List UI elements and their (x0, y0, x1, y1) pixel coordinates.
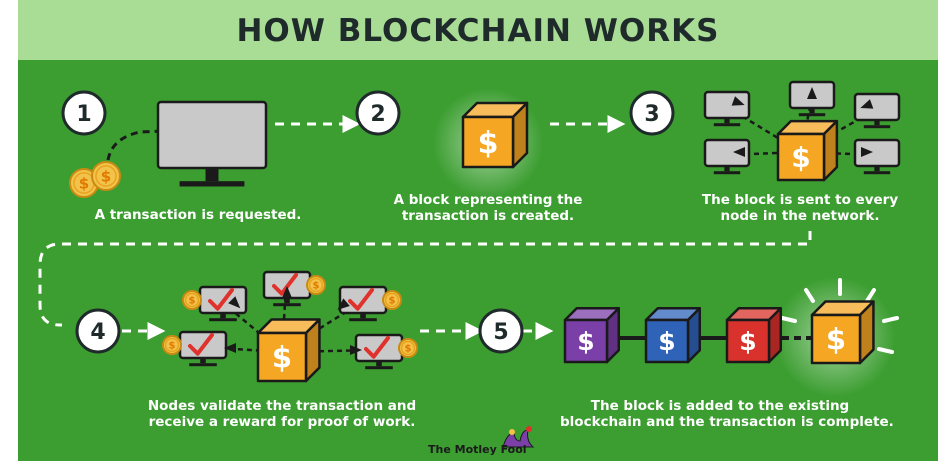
arrow-cursor-icon (350, 345, 362, 355)
dollar-sign-icon: $ (389, 295, 396, 306)
arrow-cursor-icon (224, 343, 236, 353)
dollar-sign-icon: $ (826, 323, 846, 357)
highlight-ray (877, 347, 894, 354)
block-cube-icon: $ (256, 318, 321, 383)
green-panel (18, 0, 938, 461)
step-5-caption-line-2: blockchain and the transaction is comple… (560, 414, 894, 430)
arrow-cursor-icon (861, 147, 873, 157)
step-3-caption: The block is sent to every node in the n… (690, 192, 910, 224)
connector-paths (38, 115, 812, 340)
arrow-cursor-icon (807, 87, 817, 99)
dollar-sign-icon: $ (101, 167, 111, 185)
step-2-caption-line-2: transaction is created. (401, 208, 575, 224)
dollar-sign-icon: $ (313, 280, 320, 291)
step-4-number-label: 4 (90, 320, 105, 345)
block-cube-icon: $ (776, 119, 839, 182)
arrow-cursor-icon (337, 298, 350, 310)
step-1-caption: A transaction is requested. (88, 207, 308, 223)
dollar-sign-icon: $ (478, 126, 499, 161)
chain-block-1: $ (563, 306, 621, 364)
dollar-sign-icon: $ (791, 141, 810, 174)
step-1-number: 1 (61, 90, 107, 136)
chain-block-2: $ (644, 306, 702, 364)
arrow-cursor-icon (228, 296, 241, 309)
reward-coin-icon: $ (306, 275, 326, 295)
step-1-caption-line-1: A transaction is requested. (94, 207, 302, 223)
brand-name: The Motley Fool (428, 443, 527, 456)
highlight-ray (780, 316, 797, 323)
network-node-monitor-5 (853, 138, 901, 175)
new-block-cube-icon: $ (810, 300, 875, 365)
dollar-sign-icon: $ (658, 327, 675, 356)
step-5-caption: The block is added to the existing block… (560, 398, 894, 430)
checkmark-icon (188, 333, 214, 356)
checkmark-icon (364, 336, 390, 359)
step-2-caption: A block representing the transaction is … (378, 192, 598, 224)
step-4-number: 4 (75, 308, 121, 354)
highlight-ray (882, 316, 899, 323)
computer-monitor-icon (156, 100, 268, 187)
step-3-number-label: 3 (644, 102, 659, 127)
step-5-number: 5 (478, 308, 524, 354)
highlight-ray (865, 288, 876, 303)
step-2-caption-line-1: A block representing the (393, 192, 583, 208)
step-1-number-label: 1 (76, 102, 91, 127)
network-node-monitor-4 (703, 138, 751, 175)
step-4-caption: Nodes validate the transaction and recei… (142, 398, 422, 430)
jester-hat-logo-icon (502, 426, 535, 448)
network-node-monitor-3 (853, 92, 901, 129)
network-node-monitor-1 (703, 90, 751, 127)
step-4-caption-line-1: Nodes validate the transaction and (147, 398, 417, 414)
dollar-sign-icon: $ (577, 327, 594, 356)
arrow-cursor-icon (731, 96, 745, 106)
reward-coin-icon: $ (162, 335, 182, 355)
block-cube-icon: $ (461, 101, 529, 169)
dollar-sign-icon: $ (405, 343, 412, 354)
checkmark-icon (272, 273, 298, 296)
title-bar (18, 0, 938, 60)
chain-block-3: $ (725, 306, 783, 364)
checkmark-icon (208, 288, 234, 311)
step-5-caption-line-1: The block is added to the existing (590, 398, 850, 414)
checkmark-icon (348, 288, 374, 311)
step-5-number-label: 5 (493, 320, 508, 345)
step-2-number: 2 (355, 90, 401, 136)
dollar-sign-icon: $ (739, 327, 756, 356)
step-4-caption-line-2: receive a reward for proof of work. (148, 414, 416, 430)
arrow-cursor-icon (282, 286, 292, 298)
step-3-number: 3 (629, 90, 675, 136)
highlight-ray (804, 288, 815, 303)
dollar-sign-icon: $ (272, 341, 292, 375)
dollar-sign-icon: $ (189, 295, 196, 306)
reward-coin-icon: $ (382, 290, 402, 310)
coin-icon: $ (91, 161, 121, 191)
reward-coin-icon: $ (182, 290, 202, 310)
dollar-sign-icon: $ (169, 340, 176, 351)
arrow-cursor-icon (860, 99, 874, 109)
page-title: HOW BLOCKCHAIN WORKS (236, 13, 720, 49)
step-3-caption-line-2: node in the network. (720, 208, 880, 224)
transaction-flow-arrow (106, 121, 194, 161)
dollar-sign-icon: $ (79, 174, 89, 192)
step-2-number-label: 2 (370, 102, 385, 127)
reward-coin-icon: $ (398, 338, 418, 358)
step-3-caption-line-1: The block is sent to every (701, 192, 899, 208)
arrow-cursor-icon (733, 147, 745, 157)
